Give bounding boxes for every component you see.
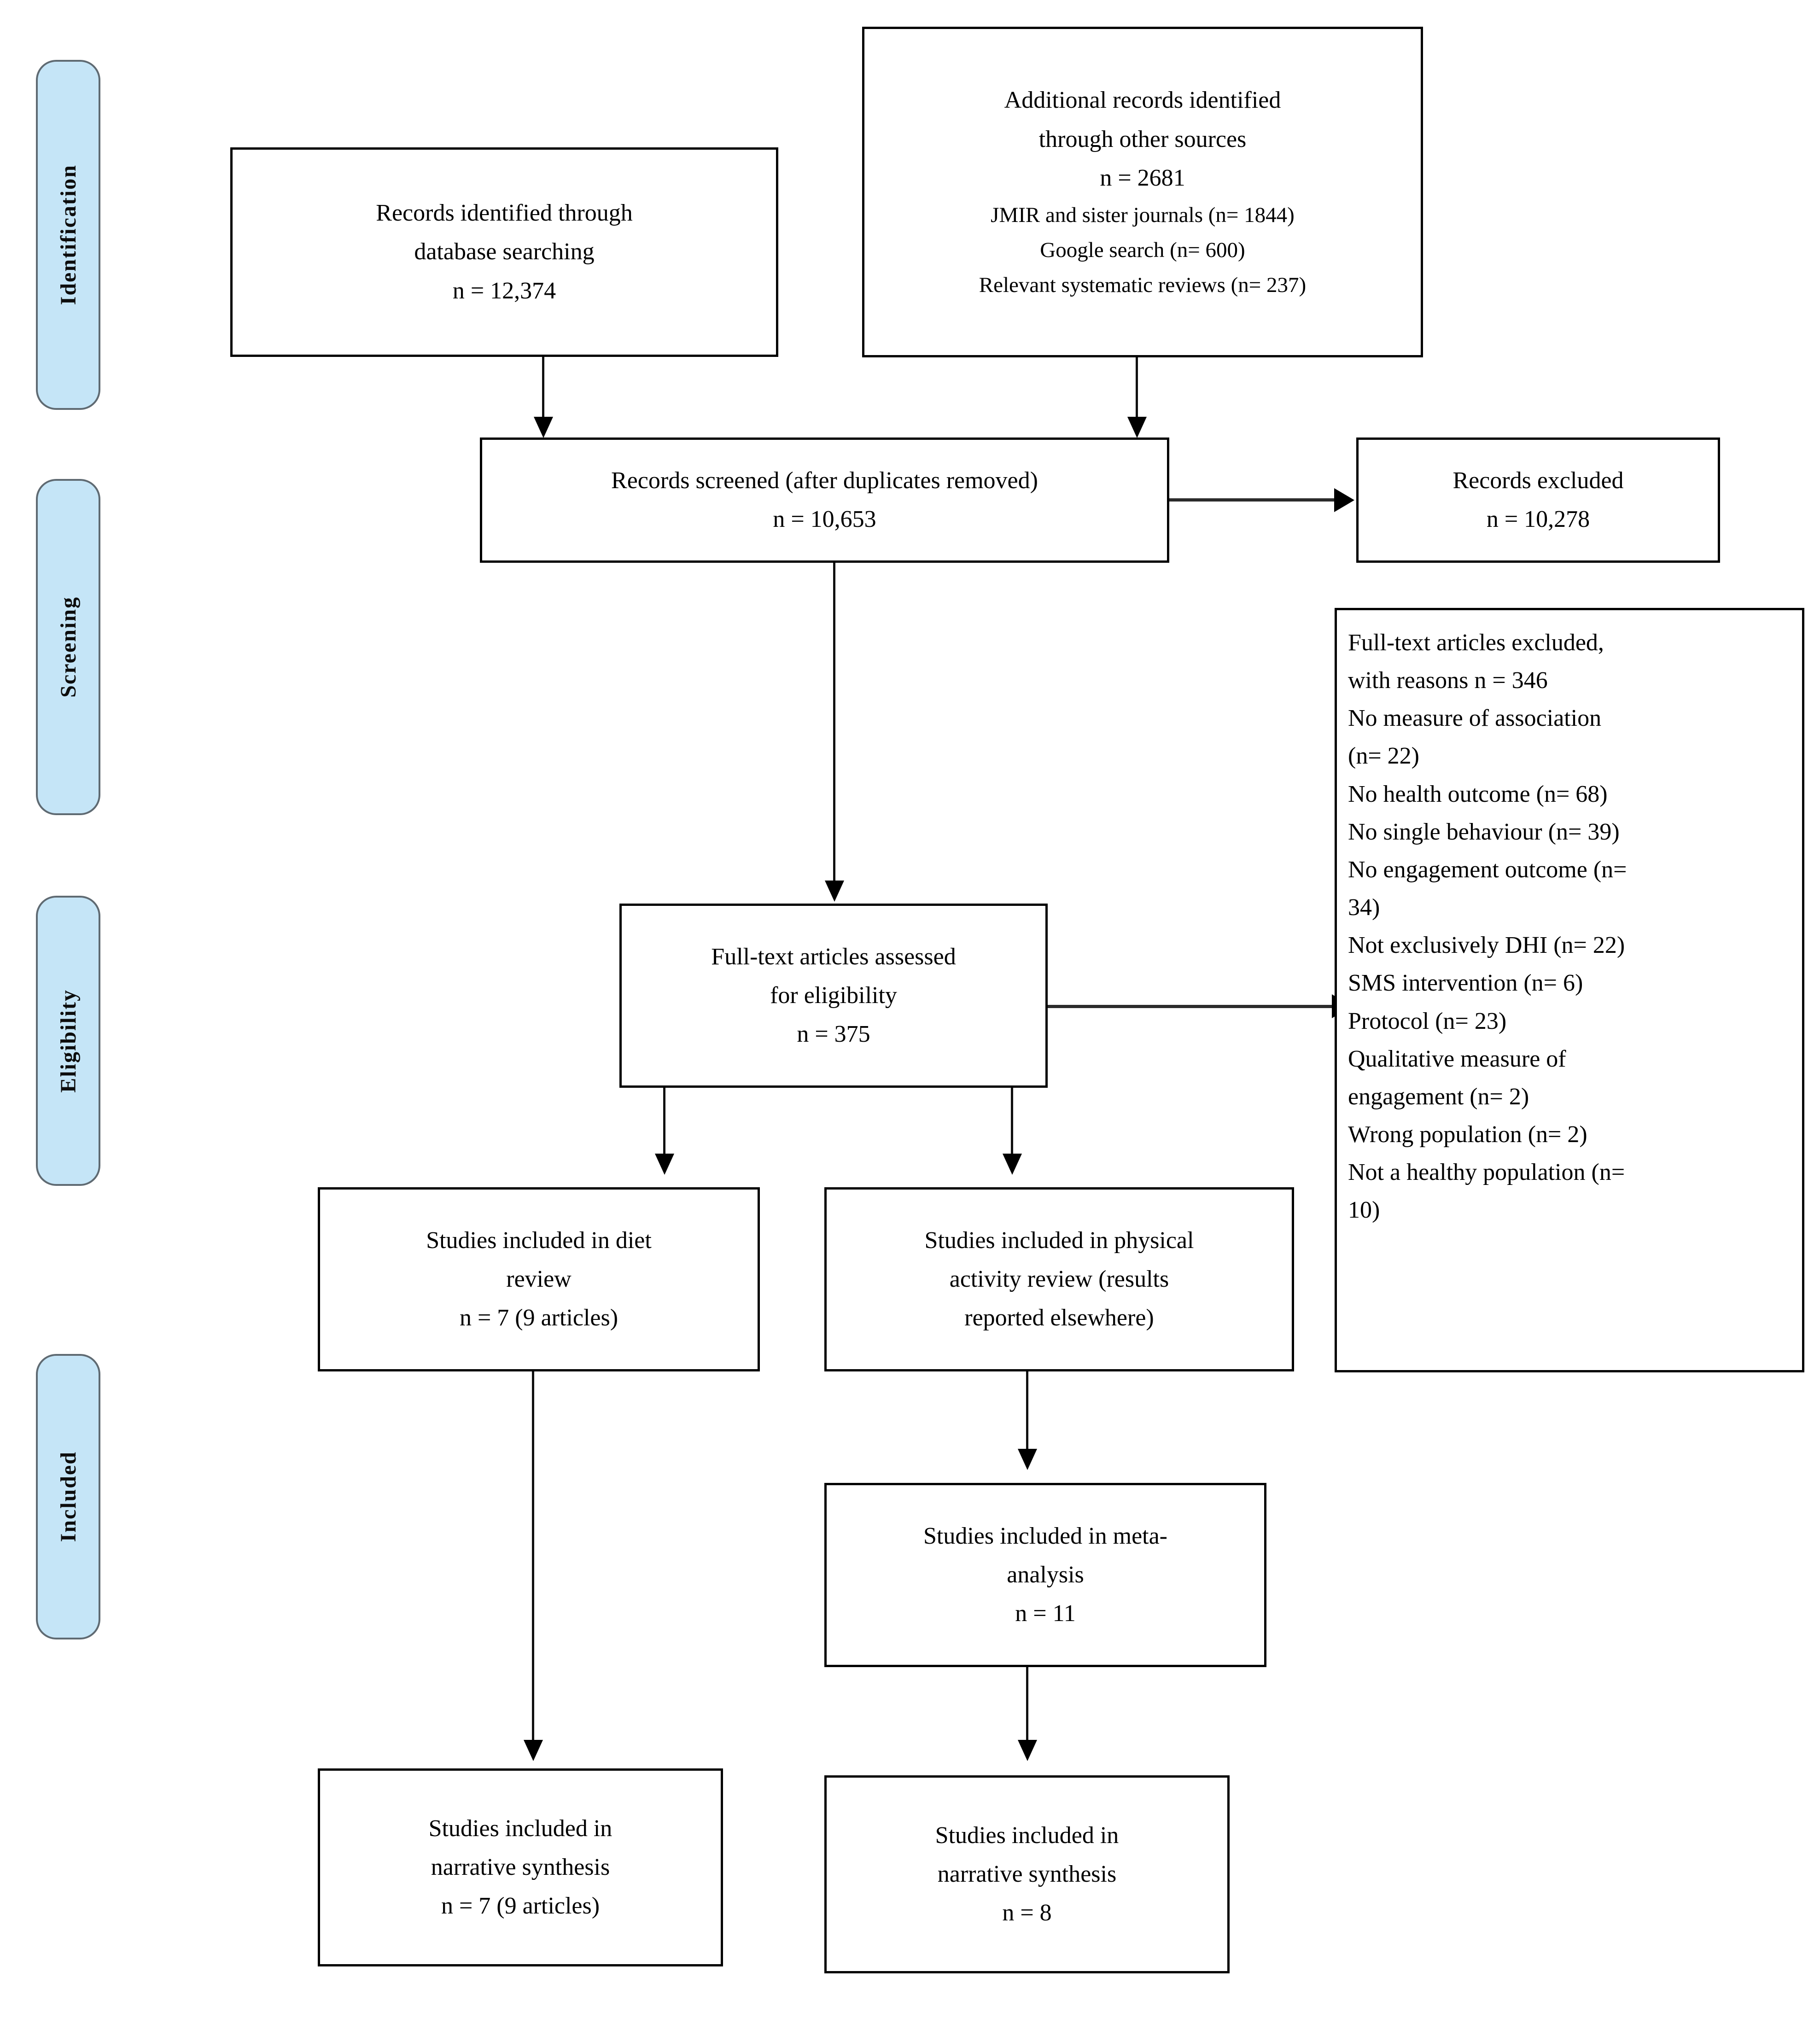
node-line: Studies included in physical (924, 1227, 1194, 1254)
stage-tab-eligibility: Eligibility (36, 896, 100, 1186)
node-line: Wrong population (n= 2) (1348, 1121, 1587, 1148)
node-line: review (506, 1266, 572, 1292)
node-line: Records screened (after duplicates remov… (611, 467, 1038, 494)
node-line: analysis (1007, 1561, 1084, 1588)
node-studies-included-diet-review: Studies included in diet review n = 7 (9… (318, 1187, 760, 1371)
node-line: n = 7 (9 articles) (459, 1305, 618, 1331)
node-line: (n= 22) (1348, 743, 1419, 770)
node-line: SMS intervention (n= 6) (1348, 970, 1583, 997)
node-line: JMIR and sister journals (n= 1844) (991, 203, 1295, 228)
stage-label-eligibility: Eligibility (56, 989, 81, 1093)
node-line: Additional records identified (1004, 87, 1281, 114)
node-records-identified-database-searching: Records identified through database sear… (230, 147, 778, 357)
node-line: Full-text articles assessed (711, 943, 956, 970)
node-line: n = 10,278 (1486, 506, 1590, 532)
connector-fulltext-to-diet-review (663, 1088, 665, 1161)
node-line: Records identified through (376, 200, 633, 227)
arrowhead-fulltext-to-diet-review (655, 1154, 674, 1175)
node-line: narrative synthesis (431, 1854, 610, 1880)
node-studies-included-physical-activity-review: Studies included in physical activity re… (824, 1187, 1294, 1371)
node-line: n = 10,653 (773, 506, 876, 532)
node-fulltext-articles-assessed: Full-text articles assessed for eligibil… (619, 904, 1048, 1088)
stage-label-identification: Identification (56, 164, 81, 305)
node-line: Full-text articles excluded, (1348, 630, 1604, 656)
node-additional-records-other-sources: Additional records identified through ot… (862, 27, 1423, 357)
arrowhead-pa-review-to-meta-analysis (1018, 1449, 1037, 1470)
connector-screened-to-fulltext (833, 563, 835, 887)
node-line: n = 375 (797, 1021, 870, 1048)
node-line: No measure of association (1348, 705, 1602, 732)
connector-meta-analysis-to-narrative (1026, 1667, 1028, 1748)
arrowhead-fulltext-to-pa-review (1003, 1154, 1022, 1175)
node-line: through other sources (1038, 126, 1247, 152)
node-line: Relevant systematic reviews (n= 237) (979, 273, 1307, 298)
node-line: narrative synthesis (937, 1861, 1117, 1887)
arrowhead-other-sources-to-screened (1127, 417, 1147, 438)
arrowhead-database-search-to-screened (534, 417, 553, 438)
arrowhead-screened-to-fulltext (825, 881, 844, 902)
stage-label-screening: Screening (56, 596, 81, 698)
node-line: n = 12,374 (452, 277, 556, 304)
node-line: Not exclusively DHI (n= 22) (1348, 932, 1625, 959)
connector-diet-review-to-narrative (532, 1371, 534, 1747)
stage-tab-screening: Screening (36, 479, 100, 815)
node-line: Studies included in meta- (923, 1522, 1167, 1549)
node-line: n = 7 (9 articles) (441, 1893, 600, 1919)
node-studies-narrative-synthesis-physical-activity: Studies included in narrative synthesis … (824, 1775, 1230, 1973)
node-line: Studies included in (428, 1815, 612, 1842)
node-line: engagement (n= 2) (1348, 1083, 1529, 1110)
node-line: No engagement outcome (n= (1348, 856, 1627, 883)
connector-pa-review-to-meta-analysis (1026, 1371, 1028, 1457)
arrowhead-screened-to-excluded (1334, 488, 1354, 512)
node-line: Qualitative measure of (1348, 1045, 1566, 1072)
node-line: Not a healthy population (n= (1348, 1159, 1625, 1186)
connector-screened-to-excluded (1169, 498, 1335, 502)
stage-tab-identification: Identification (36, 60, 100, 410)
node-line: Studies included in (935, 1822, 1119, 1849)
node-line: for eligibility (770, 982, 897, 1009)
connector-other-sources-to-screened (1136, 357, 1138, 424)
connector-fulltext-to-excluded-reasons (1048, 1005, 1333, 1008)
connector-fulltext-to-pa-review (1011, 1088, 1013, 1161)
node-line: reported elsewhere) (964, 1305, 1154, 1331)
node-line: with reasons n = 346 (1348, 667, 1548, 694)
node-line: Records excluded (1452, 467, 1624, 494)
stage-label-included: Included (56, 1451, 81, 1542)
node-line: No single behaviour (n= 39) (1348, 818, 1620, 845)
node-line: n = 8 (1002, 1900, 1052, 1926)
node-line: 10) (1348, 1197, 1380, 1224)
node-fulltext-articles-excluded-with-reasons: Full-text articles excluded, with reason… (1335, 608, 1804, 1372)
node-line: Studies included in diet (426, 1227, 652, 1254)
node-line: Protocol (n= 23) (1348, 1008, 1507, 1034)
node-line: activity review (results (949, 1266, 1169, 1292)
node-line: Google search (n= 600) (1040, 238, 1245, 262)
node-records-excluded: Records excluded n = 10,278 (1356, 438, 1720, 563)
stage-tab-included: Included (36, 1354, 100, 1639)
arrowhead-diet-review-to-narrative (524, 1740, 543, 1761)
node-line: n = 11 (1015, 1600, 1076, 1627)
connector-database-search-to-screened (542, 357, 544, 424)
node-line: database searching (414, 239, 595, 265)
node-studies-narrative-synthesis-diet: Studies included in narrative synthesis … (318, 1768, 723, 1966)
node-studies-included-meta-analysis: Studies included in meta- analysis n = 1… (824, 1483, 1266, 1667)
node-line: 34) (1348, 894, 1380, 921)
node-line: No health outcome (n= 68) (1348, 781, 1608, 807)
node-line: n = 2681 (1100, 164, 1185, 191)
node-records-screened: Records screened (after duplicates remov… (480, 438, 1169, 563)
arrowhead-meta-analysis-to-narrative (1018, 1740, 1037, 1761)
